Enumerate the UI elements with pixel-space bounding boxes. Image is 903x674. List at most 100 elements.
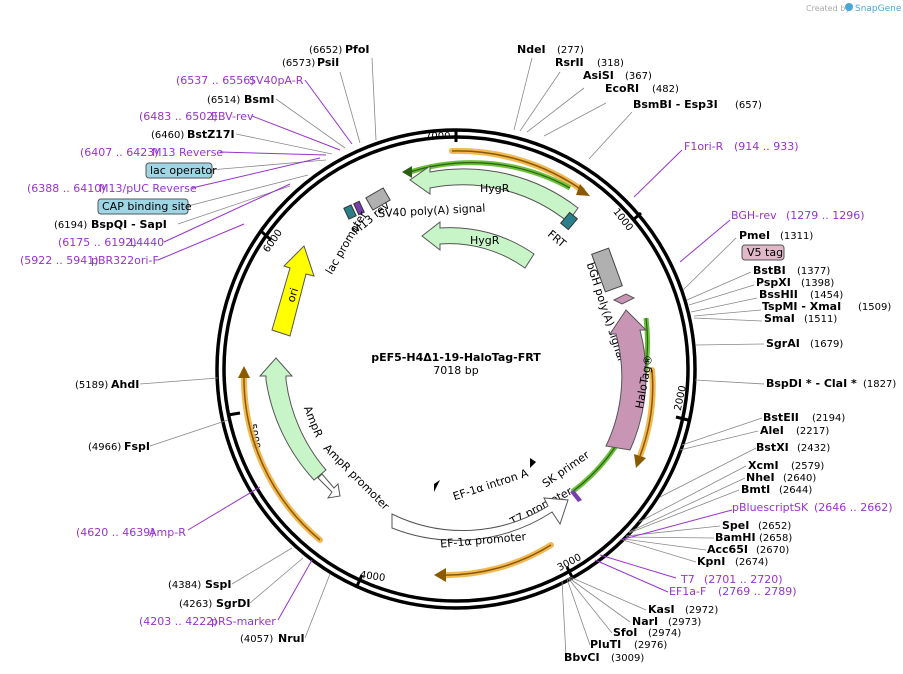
site-alei: AleI: [760, 424, 784, 437]
site-bstbi: BstBI: [753, 264, 786, 277]
lac-operator-box: [343, 204, 357, 220]
svg-text:(2579): (2579): [791, 461, 824, 472]
svg-text:(6194): (6194): [54, 220, 87, 231]
site-bstxi: BstXI: [756, 441, 789, 454]
site-sfoi: SfoI: [613, 626, 637, 639]
svg-text:(2670): (2670): [756, 545, 789, 556]
ampr-label: AmpR: [301, 404, 325, 440]
sk-primer-box: [570, 490, 582, 502]
svg-text:(1827): (1827): [863, 379, 896, 390]
bgh-box: [591, 247, 623, 293]
primer-l4440: L4440: [130, 236, 164, 249]
site-smai: SmaI: [764, 312, 795, 325]
ef1-promoter-arrow: [391, 497, 569, 541]
brand-text: SnapGene: [855, 4, 902, 14]
site-asisi: AsiSI: [583, 69, 614, 82]
right-connectors: [513, 57, 765, 657]
site-pspxi: PspXI: [756, 276, 791, 289]
primer-bgh-rev: BGH-rev: [731, 209, 777, 222]
v5-tag-label: V5 tag: [747, 246, 783, 259]
ampr-promoter-arrow: [317, 473, 341, 499]
svg-text:(1279 .. 1296): (1279 .. 1296): [786, 209, 865, 222]
site-bstz17i: BstZ17I: [187, 128, 235, 141]
svg-text:(367): (367): [625, 71, 652, 82]
ampr-promoter-label: AmpR promoter: [321, 442, 392, 513]
site-bsshii: BssHII: [759, 288, 798, 301]
snapgene-logo-icon: [845, 3, 853, 11]
primer-m13-reverse: M13 Reverse: [152, 146, 223, 159]
svg-text:(2646 .. 2662): (2646 .. 2662): [814, 501, 893, 514]
left-primer-labels: (6537 .. 6556) SV40pA-R (6483 .. 6502) E…: [20, 74, 304, 628]
primer-ef1a-f: EF1a-F: [669, 585, 706, 598]
svg-text:(4966): (4966): [88, 442, 121, 453]
svg-text:(2652): (2652): [758, 521, 791, 532]
site-bspdi: BspDI * - ClaI *: [766, 377, 857, 390]
site-sgrdi: SgrDI: [216, 597, 250, 610]
cap-binding-label: CAP binding site: [102, 200, 192, 213]
svg-text:(5189): (5189): [75, 380, 108, 391]
primer-ebv-rev: EBV-rev: [211, 110, 254, 123]
frt-box: [559, 211, 579, 231]
primer-prs-marker: pRS-marker: [211, 615, 276, 628]
svg-text:(1311): (1311): [780, 231, 813, 242]
site-bamhi: BamHI: [715, 531, 756, 544]
sv40-box: [365, 187, 391, 211]
svg-text:(2674): (2674): [735, 557, 768, 568]
v5-tag-box: [741, 244, 785, 261]
svg-text:(6537 .. 6556): (6537 .. 6556): [176, 74, 255, 87]
primer-m13-puc-reverse: M13/pUC Reverse: [99, 182, 197, 195]
tick-label-7000: 7000: [425, 131, 450, 142]
site-nari: NarI: [632, 615, 658, 628]
site-ecori: EcoRI: [605, 82, 639, 95]
svg-text:(4384): (4384): [168, 580, 201, 591]
tick-label-4000: 4000: [359, 570, 386, 584]
hygr-label-2: HygR: [470, 234, 500, 247]
svg-text:(6483 .. 6502): (6483 .. 6502): [139, 110, 218, 123]
svg-text:(2701 .. 2720): (2701 .. 2720): [704, 573, 783, 586]
svg-text:(4057): (4057): [240, 634, 273, 645]
intron-start-flag-icon: [434, 480, 440, 492]
left-enzyme-labels: (6652) PfoI (6573) PsiI (6514) BsmI (646…: [54, 43, 370, 645]
site-nrui: NruI: [278, 632, 305, 645]
site-spei: SpeI: [722, 519, 749, 532]
orf-arrowhead-2: [634, 454, 646, 468]
v5-box: [612, 293, 636, 305]
site-kpni: KpnI: [697, 555, 725, 568]
svg-text:(5922 .. 5941): (5922 .. 5941): [20, 254, 99, 267]
svg-text:(2640): (2640): [783, 473, 816, 484]
svg-text:(6573): (6573): [282, 58, 315, 69]
svg-text:(1398): (1398): [801, 278, 834, 289]
site-rsrii: RsrII: [555, 56, 584, 69]
lac-operator-label: lac operator: [150, 164, 217, 177]
site-xcmi: XcmI: [748, 459, 779, 472]
hygr-label-1: HygR: [480, 182, 510, 195]
svg-text:(2217): (2217): [796, 426, 829, 437]
svg-text:(2658): (2658): [759, 533, 792, 544]
halotag-arrow: [605, 309, 648, 451]
svg-text:(482): (482): [652, 84, 679, 95]
svg-text:(914 .. 933): (914 .. 933): [734, 140, 799, 153]
right-primer-labels: F1ori-R (914 .. 933) BGH-rev (1279 .. 12…: [669, 140, 893, 598]
site-sspi: SspI: [205, 578, 231, 591]
site-bmti: BmtI: [741, 483, 770, 496]
svg-text:(2974): (2974): [648, 628, 681, 639]
plasmid-name: pEF5-H4Δ1-19-HaloTag-FRT: [371, 351, 541, 364]
svg-text:(3009): (3009): [611, 653, 644, 664]
svg-text:(2769 .. 2789): (2769 .. 2789): [718, 585, 797, 598]
primer-pbluescriptsk: pBluescriptSK: [732, 501, 809, 514]
primer-amp-r: Amp-R: [149, 526, 186, 539]
svg-text:(2976): (2976): [634, 640, 667, 651]
svg-text:(2194): (2194): [812, 413, 845, 424]
ori-arrow: [271, 245, 315, 337]
orf-arrowhead-4: [238, 366, 250, 378]
site-fspi: FspI: [124, 440, 150, 453]
plasmid-length: 7018 bp: [433, 364, 478, 377]
site-bsmbi: BsmBI - Esp3I: [633, 98, 718, 111]
hygr-arrow-2: [421, 220, 535, 269]
svg-text:(6460): (6460): [151, 130, 184, 141]
tick-label-1000: 1000: [610, 207, 634, 234]
site-kasi: KasI: [648, 603, 675, 616]
cap-binding-tag: [97, 198, 189, 215]
primer-f1ori-r: F1ori-R: [684, 140, 724, 153]
